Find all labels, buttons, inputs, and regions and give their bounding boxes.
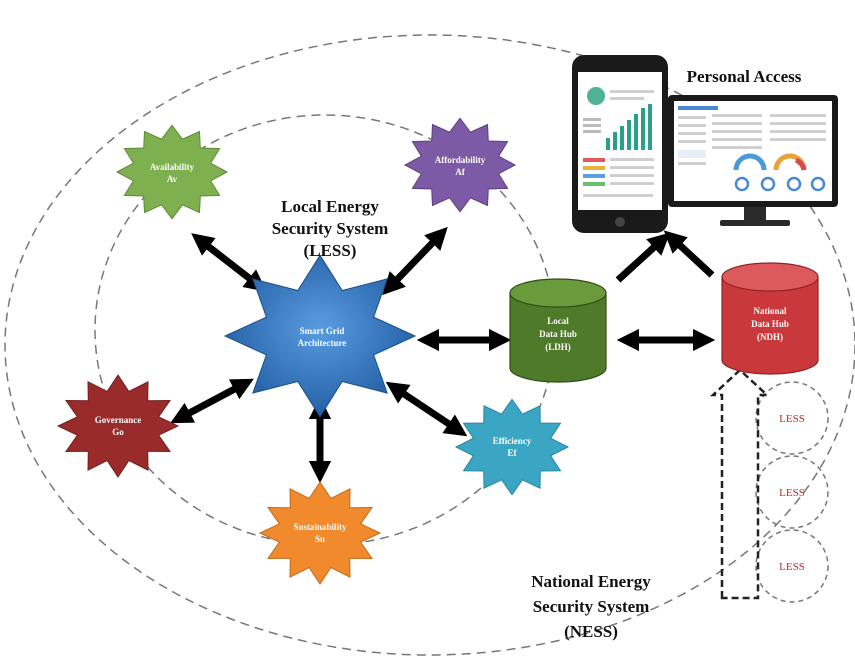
efficiency-label: Efficiency	[493, 436, 532, 446]
affordability-node: Affordability Af	[403, 117, 517, 213]
availability-code: Av	[167, 174, 178, 184]
governance-star	[56, 374, 180, 478]
less-circle-2: LESS	[755, 455, 829, 529]
less-title-line2: Security System	[272, 219, 389, 238]
less-title-line1: Local Energy	[281, 197, 379, 216]
sustainability-star	[258, 481, 382, 585]
ldh-label-1: Local	[547, 316, 569, 326]
governance-code: Go	[112, 427, 124, 437]
availability-node: Availability Av	[115, 124, 229, 220]
ndh-label-2: Data Hub	[751, 319, 789, 329]
less-circle-1: LESS	[755, 381, 829, 455]
ness-boundary	[4, 34, 855, 656]
personal-access-label: Personal Access	[687, 67, 802, 86]
availability-label: Availability	[150, 162, 195, 172]
smart-grid-label: Smart Grid	[300, 326, 345, 336]
less-circle-label: LESS	[779, 487, 805, 499]
sustainability-code: Su	[315, 534, 325, 544]
ldh-label-2: Data Hub	[539, 329, 577, 339]
connector-arrows	[170, 226, 716, 484]
ness-title-line3: (NESS)	[564, 622, 618, 641]
governance-node: Governance Go	[56, 374, 180, 478]
availability-star	[115, 124, 229, 220]
sustainability-node: Sustainability Su	[258, 481, 382, 585]
smart-grid-label-2: Architecture	[298, 338, 347, 348]
governance-label: Governance	[95, 415, 142, 425]
smartphone-icon	[572, 55, 668, 233]
ndh-label-3: (NDH)	[757, 332, 783, 342]
ness-title-line2: Security System	[533, 597, 650, 616]
efficiency-star	[454, 398, 570, 496]
smart-grid-star	[223, 254, 417, 418]
upward-dashed-arrow	[709, 368, 771, 600]
less-circle-label: LESS	[779, 413, 805, 425]
ldh-label-3: (LDH)	[545, 342, 571, 352]
less-title-line3: (LESS)	[304, 241, 357, 260]
ness-title-line1: National Energy	[531, 572, 651, 591]
sustainability-label: Sustainability	[293, 522, 347, 532]
smart-grid-node: Smart Grid Architecture	[223, 254, 417, 418]
affordability-label: Affordability	[435, 155, 486, 165]
national-data-hub: National Data Hub (NDH)	[721, 262, 819, 375]
ndh-label-1: National	[753, 306, 787, 316]
affordability-star	[403, 117, 517, 213]
efficiency-node: Efficiency Ef	[454, 398, 570, 496]
affordability-code: Af	[455, 167, 465, 177]
monitor-icon	[668, 95, 838, 226]
less-circle-3: LESS	[755, 529, 829, 603]
less-circle-label: LESS	[779, 561, 805, 573]
efficiency-code: Ef	[508, 448, 518, 458]
local-data-hub: Local Data Hub (LDH)	[509, 278, 607, 383]
